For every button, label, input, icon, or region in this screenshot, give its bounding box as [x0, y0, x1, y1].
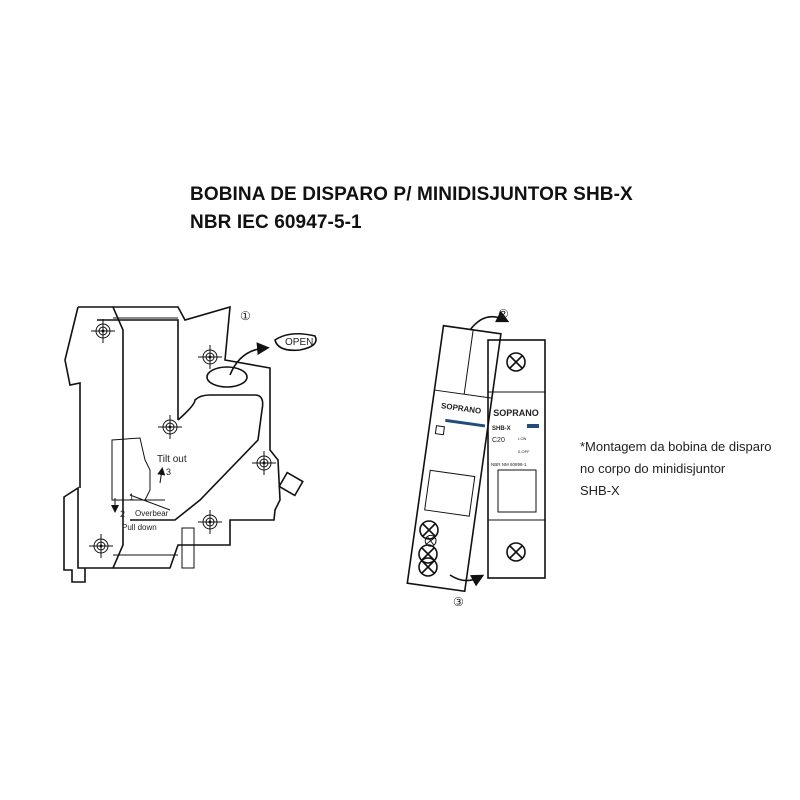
figure-1-trip-coil: OPEN ① Tilt out 3 1 2 Overbear Pull down [63, 305, 317, 583]
step-2-marker: ② [498, 307, 509, 321]
standard-label: NBR NM 60898-1 [491, 462, 527, 467]
rating-label: C20 [492, 437, 505, 444]
note-line: SHB-X [580, 483, 620, 498]
mini-breaker [487, 339, 546, 579]
step-3-label: 3 [166, 467, 171, 477]
step-1-marker: ① [240, 309, 251, 323]
note-line: *Montagem da bobina de disparo [580, 439, 772, 454]
assembly-note: *Montagem da bobina de disparo no corpo … [580, 436, 772, 502]
on-label: I-ON [518, 436, 527, 441]
note-line: no corpo do minidisjuntor [580, 461, 726, 476]
step-2-label: 2 [120, 509, 125, 519]
step-1-label: 1 [129, 492, 134, 502]
pull-down-label: Pull down [122, 523, 157, 532]
page-title-line1: BOBINA DE DISPARO P/ MINIDISJUNTOR SHB-X [190, 184, 633, 205]
tilt-out-label: Tilt out [157, 454, 187, 465]
step-3-marker: ③ [453, 595, 464, 609]
brand-logo: SOPRANO [493, 408, 539, 418]
model-label: SHB-X [492, 426, 511, 432]
open-arrow-icon [229, 342, 270, 376]
brand-logo: SOPRANO [440, 401, 481, 416]
trip-coil-module: SOPRANO [406, 324, 502, 593]
overbear-label: Overbear [135, 509, 169, 518]
figure-2-breaker-assembly: ② SOPRANO SOPRANO SHB-X C20 I-ON 0-OFF N… [406, 307, 546, 609]
terminal-icon [278, 471, 304, 497]
off-label: 0-OFF [518, 449, 530, 454]
open-label: OPEN [285, 337, 313, 348]
page-title-line2: NBR IEC 60947-5-1 [190, 212, 362, 233]
